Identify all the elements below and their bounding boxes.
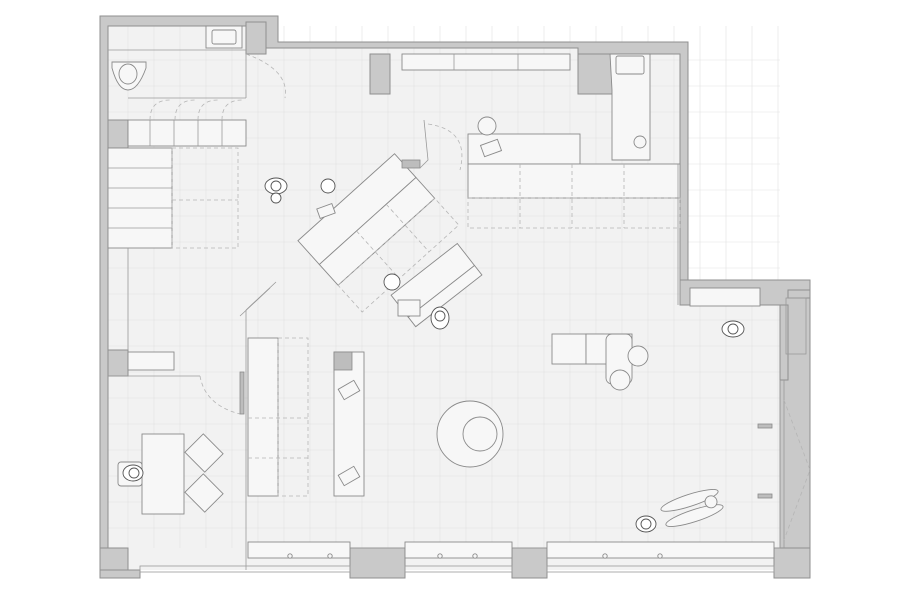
window-south-1 bbox=[139, 565, 351, 573]
center-desk-dash-2 bbox=[356, 230, 400, 279]
east-shelf bbox=[689, 287, 761, 307]
window-south-2 bbox=[404, 565, 513, 573]
bench-block bbox=[333, 351, 353, 371]
reception bbox=[401, 53, 681, 305]
cabinet-icon bbox=[127, 119, 247, 147]
laptop-icon bbox=[316, 202, 336, 220]
wall-stair-corner bbox=[107, 119, 129, 149]
person-icon-3 bbox=[383, 273, 450, 330]
wall-bath-corner bbox=[245, 21, 267, 55]
meeting-table bbox=[551, 333, 587, 365]
stair-block bbox=[107, 147, 173, 249]
bench-dots bbox=[287, 553, 663, 559]
floor-grid bbox=[108, 26, 780, 548]
chair-icon bbox=[477, 116, 497, 136]
rotated-partition bbox=[419, 119, 429, 169]
bench-dot bbox=[657, 553, 663, 559]
long-cabinet-dash bbox=[277, 337, 309, 497]
person-icon-5 bbox=[635, 515, 657, 533]
bicycle-icon bbox=[660, 489, 724, 527]
door-handle-east-1 bbox=[757, 423, 773, 429]
long-cabinet bbox=[247, 337, 279, 497]
staircase-icon bbox=[107, 147, 239, 350]
bathroom bbox=[108, 25, 286, 147]
wall-east-top bbox=[787, 289, 811, 299]
round-table-inner bbox=[462, 416, 498, 452]
cabinet-swing-lines bbox=[149, 99, 243, 121]
person-icon-4 bbox=[721, 320, 745, 338]
pillar-north-1 bbox=[369, 53, 391, 95]
sink-basin bbox=[211, 29, 237, 45]
chair-icon-2 bbox=[633, 135, 647, 149]
chair-icon-4 bbox=[609, 369, 631, 391]
office-door-leaf bbox=[239, 371, 245, 415]
cabinet-dividers bbox=[149, 120, 223, 146]
stair-overhead-dash bbox=[171, 147, 239, 249]
east-glass bbox=[757, 297, 811, 548]
center-desk-dash-3 bbox=[385, 203, 430, 253]
chair-icon-3 bbox=[627, 345, 649, 367]
desk-end-block bbox=[401, 159, 421, 169]
wall-south-1 bbox=[99, 569, 141, 579]
bench-dot bbox=[437, 553, 443, 559]
stair-steps bbox=[108, 167, 172, 229]
partition-swing bbox=[427, 123, 463, 171]
armchair-icon bbox=[184, 433, 224, 473]
reception-dash bbox=[467, 197, 681, 229]
laptop-icon-4 bbox=[337, 465, 361, 487]
angled-partition-2 bbox=[239, 287, 271, 317]
south-bench-2 bbox=[404, 541, 513, 559]
east-counter bbox=[609, 53, 651, 161]
wall-pillar-south-2 bbox=[511, 547, 548, 579]
armchair-icon-2 bbox=[184, 473, 224, 513]
wall-pillar-south-3 bbox=[773, 547, 811, 579]
bench-dot bbox=[602, 553, 608, 559]
wall-corner-sw bbox=[99, 547, 129, 571]
north-cabinet bbox=[401, 53, 571, 71]
bench-dot bbox=[327, 553, 333, 559]
toilet-bowl bbox=[118, 63, 138, 85]
window-east-1 bbox=[785, 297, 807, 355]
reception-counter bbox=[467, 163, 681, 199]
pillar-north-2 bbox=[577, 53, 614, 95]
bench-dot bbox=[472, 553, 478, 559]
south-windows bbox=[139, 541, 780, 573]
door-handle-east-2 bbox=[757, 493, 773, 499]
center-desk-dash bbox=[337, 197, 460, 313]
wall-west-pillar bbox=[107, 349, 129, 377]
door-swing-east bbox=[783, 399, 811, 541]
laptop-icon-3 bbox=[337, 379, 361, 401]
door-swing-icon bbox=[245, 53, 286, 99]
desk-icon bbox=[141, 433, 185, 515]
display-cabinet bbox=[247, 337, 365, 497]
wall-pillar-south-1 bbox=[349, 547, 406, 579]
east-meeting bbox=[551, 287, 761, 533]
bench-dot bbox=[287, 553, 293, 559]
sink-icon-2 bbox=[615, 55, 645, 75]
person-icon-2 bbox=[264, 177, 336, 204]
person-icon bbox=[117, 461, 144, 487]
window-south-3 bbox=[546, 565, 775, 573]
south-bench-1 bbox=[247, 541, 351, 559]
west-shelf bbox=[127, 351, 175, 371]
round-table-icon bbox=[436, 400, 504, 468]
sofa-icon bbox=[390, 242, 483, 328]
west-office bbox=[108, 281, 277, 570]
wall-east-inner bbox=[779, 304, 789, 381]
laptop-icon-2 bbox=[479, 138, 503, 158]
